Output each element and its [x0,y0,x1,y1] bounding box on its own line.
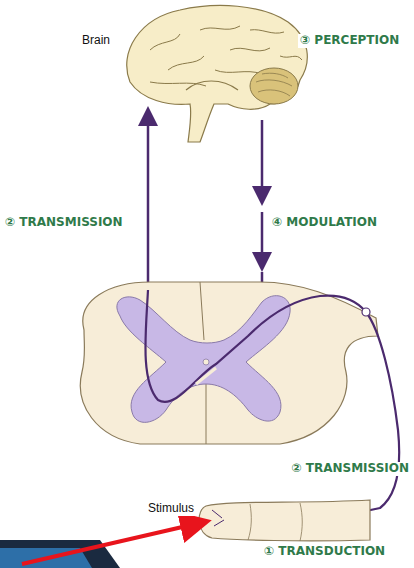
spinal-cord-section [80,282,378,444]
step-label: ④ MODULATION [270,216,379,230]
brain-drawing [127,6,308,142]
finger-drawing [199,500,370,541]
step-label: ③ PERCEPTION [298,34,401,48]
part-label: Brain [80,34,112,48]
step-label: ① TRANSDUCTION [262,545,387,559]
step-label: ② TRANSMISSION [289,462,411,476]
part-label: Stimulus [146,502,196,516]
step-label: ② TRANSMISSION [3,216,125,230]
